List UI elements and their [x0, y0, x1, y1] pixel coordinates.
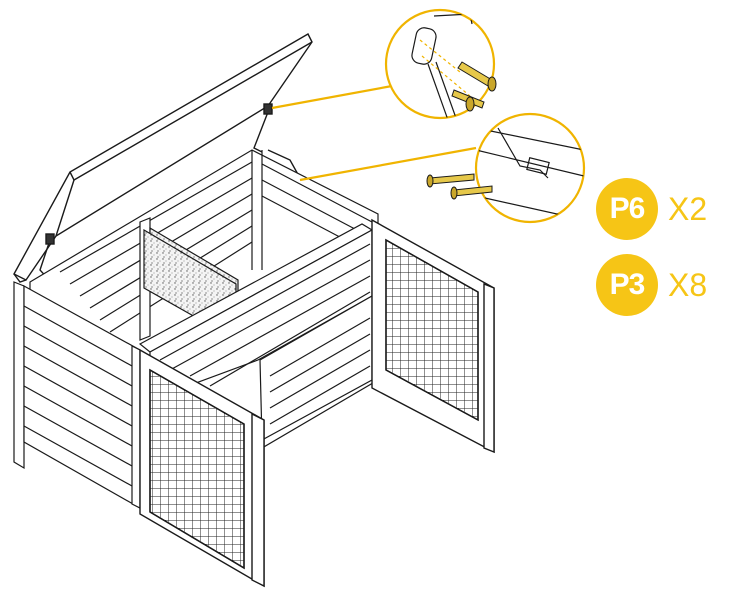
screw-icon [451, 61, 497, 112]
front-mesh-door [139, 348, 265, 588]
middle-panel [138, 223, 374, 441]
side-mesh-door [371, 218, 495, 454]
hinge-detail-icon [384, 8, 497, 120]
screw-icon [426, 173, 493, 200]
lid-support-arms [39, 103, 301, 293]
part-quantity-p6: X2 [668, 190, 708, 227]
latch-detail-icon [474, 112, 586, 224]
part-code-p6: P6 [596, 178, 658, 240]
hutch-lid [13, 33, 313, 283]
part-badge-p6: P6 X2 [596, 178, 707, 240]
part-badge-p3: P3 X8 [596, 254, 707, 316]
part-quantity-p3: X8 [668, 266, 708, 303]
left-side-wall [13, 281, 141, 510]
callout-lines [271, 84, 477, 182]
part-code-p3: P3 [596, 254, 658, 316]
